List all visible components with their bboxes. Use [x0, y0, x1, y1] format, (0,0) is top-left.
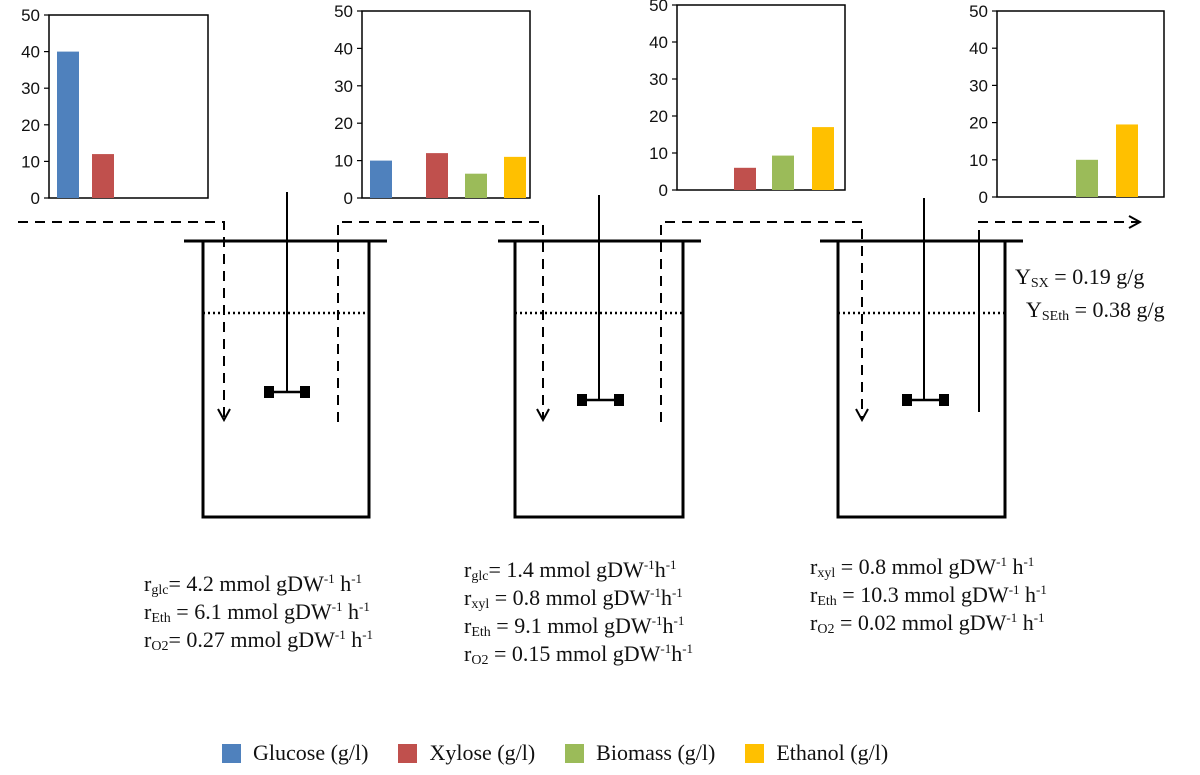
chart-2-tick-label: 10 [334, 152, 353, 171]
chart-1-bar-xylose [92, 154, 114, 198]
legend-item-biomass: Biomass (g/l) [565, 740, 715, 766]
reactor-2-impeller-left-blade [577, 394, 587, 406]
chart-4-tick-label: 50 [969, 2, 988, 21]
feed-line-reactor-1 [18, 221, 224, 420]
legend-swatch-xylose [398, 743, 418, 763]
reactor-1 [184, 192, 387, 519]
legend-item-ethanol: Ethanol (g/l) [745, 740, 888, 766]
reactor-3-rate-eth: rEth = 10.3 mmol gDW-1 h-1 [810, 582, 1047, 609]
reactor-2-rate-xyl: rxyl = 0.8 mmol gDW-1h-1 [464, 585, 683, 612]
chart-4-tick-label: 0 [979, 188, 988, 207]
chart-1-tick-label: 20 [21, 116, 40, 135]
chart-3-tick-label: 0 [659, 181, 668, 200]
chart-4-tick-label: 30 [969, 76, 988, 95]
chart-4-tick-label: 10 [969, 151, 988, 170]
chart-1-bar-glucose [57, 51, 79, 198]
chart-3-tick-label: 20 [649, 107, 668, 126]
reactor-2-vessel [513, 241, 685, 519]
transfer-line-reactor-2-to-3 [660, 221, 862, 422]
legend-swatch-glucose [222, 743, 241, 763]
reactor-3-rate-o2: rO2 = 0.02 mmol gDW-1 h-1 [810, 610, 1045, 637]
chart-1-tick-label: 10 [21, 152, 40, 171]
legend-label-xylose: Xylose (g/l) [429, 740, 536, 765]
legend-item-glucose: Glucose (g/l) [222, 740, 368, 766]
reactor-2 [498, 195, 701, 519]
reactor-3-impeller-right-blade [939, 394, 949, 406]
chart-2: 0 10 20 30 40 50 [334, 2, 531, 208]
reactor-1-rates: rglc= 4.2 mmol gDW-1 h-1 rEth = 6.1 mmol… [144, 565, 374, 654]
legend-label-ethanol: Ethanol (g/l) [776, 740, 889, 765]
chart-2-tick-label: 40 [334, 39, 353, 58]
reactor-1-vessel [201, 241, 371, 519]
reactor-2-rate-o2: rO2 = 0.15 mmol gDW-1h-1 [464, 641, 694, 668]
reactor-2-rate-glc: rglc= 1.4 mmol gDW-1h-1 [464, 557, 677, 584]
chart-4-bar-ethanol [1116, 124, 1138, 197]
outlet-line [978, 222, 1140, 240]
yield-ysx: YSX = 0.19 g/g [1015, 264, 1145, 291]
chart-2-bar-ethanol [504, 156, 526, 198]
chart-3-tick-label: 50 [649, 0, 668, 15]
chart-2-bar-glucose [370, 160, 392, 198]
chart-3-tick-label: 30 [649, 70, 668, 89]
chart-2-bar-biomass [465, 173, 487, 198]
flow-lines [18, 222, 1140, 422]
bar-charts: 0 10 20 30 40 50 0 10 20 30 40 50 0 10 20 30 40 50 0 10 20 30… [21, 0, 1165, 208]
chart-3: 0 10 20 30 40 50 [649, 0, 846, 200]
reactor-2-rate-eth: rEth = 9.1 mmol gDW-1h-1 [464, 613, 685, 640]
reactor-1-rate-o2: rO2= 0.27 mmol gDW-1 h-1 [144, 627, 374, 654]
legend-swatch-biomass [565, 743, 585, 763]
reactor-3-impeller-left-blade [902, 394, 912, 406]
chart-1-tick-label: 30 [21, 79, 40, 98]
reactor-2-rates: rglc= 1.4 mmol gDW-1h-1 rxyl = 0.8 mmol … [464, 551, 694, 668]
chart-1-tick-label: 50 [21, 6, 40, 25]
chart-1: 0 10 20 30 40 50 [21, 6, 209, 208]
reactor-3-rates: rxyl = 0.8 mmol gDW-1 h-1 rEth = 10.3 mm… [810, 548, 1047, 637]
legend-label-biomass: Biomass (g/l) [596, 740, 716, 765]
legend: Glucose (g/l) Xylose (g/l) Biomass (g/l)… [222, 738, 918, 768]
legend-label-glucose: Glucose (g/l) [253, 740, 369, 765]
chart-2-tick-label: 20 [334, 114, 353, 133]
chart-2-tick-label: 0 [344, 189, 353, 208]
chart-3-bar-biomass [772, 155, 794, 190]
legend-swatch-ethanol [745, 743, 765, 763]
chart-2-tick-label: 30 [334, 77, 353, 96]
legend-item-xylose: Xylose (g/l) [398, 740, 535, 766]
chart-3-bar-ethanol [812, 127, 834, 190]
chart-2-bar-xylose [426, 153, 448, 198]
yield-yseth: YSEth = 0.38 g/g [1026, 297, 1165, 324]
chart-3-tick-label: 10 [649, 144, 668, 163]
chart-3-tick-label: 40 [649, 33, 668, 52]
chart-4-tick-label: 20 [969, 114, 988, 133]
reactor-1-impeller-left-blade [264, 386, 274, 398]
reactor-2-impeller-right-blade [614, 394, 624, 406]
chart-1-tick-label: 40 [21, 43, 40, 62]
reactor-1-rate-glc: rglc= 4.2 mmol gDW-1 h-1 [144, 571, 363, 598]
reactor-3 [820, 198, 1023, 519]
reactor-3-rate-xyl: rxyl = 0.8 mmol gDW-1 h-1 [810, 554, 1035, 581]
reactor-1-impeller-right-blade [300, 386, 310, 398]
chart-1-tick-label: 0 [31, 189, 40, 208]
reactor-3-vessel [836, 241, 1007, 519]
chart-4: 0 10 20 30 40 50 [969, 2, 1165, 207]
chart-4-bar-biomass [1076, 159, 1098, 197]
chart-3-bar-xylose [734, 167, 756, 190]
reactor-1-rate-eth: rEth = 6.1 mmol gDW-1 h-1 [144, 599, 370, 626]
chart-2-tick-label: 50 [334, 2, 353, 21]
chart-4-tick-label: 40 [969, 39, 988, 58]
